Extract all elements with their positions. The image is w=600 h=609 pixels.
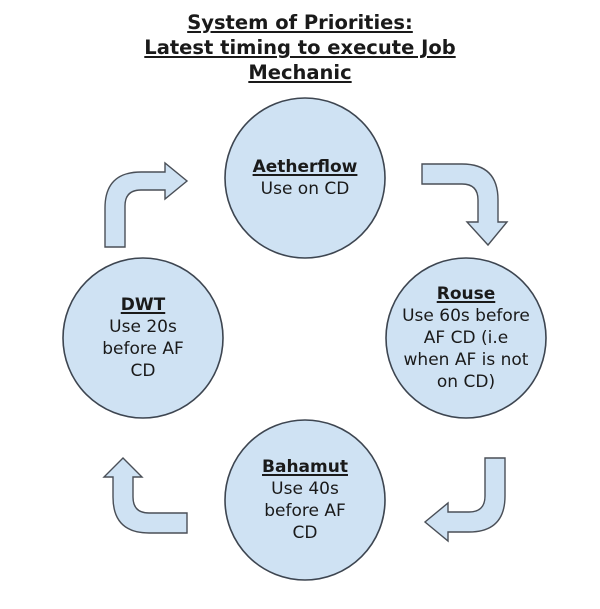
arrow-aetherflow-to-rouse-icon — [421, 163, 509, 247]
node-name-bahamut: Bahamut — [262, 457, 348, 477]
node-name-dwt: DWT — [120, 295, 166, 315]
node-circle-bahamut — [224, 419, 386, 581]
node-circle-aetherflow — [224, 97, 386, 259]
node-rouse: Rouse Use 60s before AF CD (i.e when AF … — [386, 258, 546, 418]
node-circle-dwt — [62, 257, 224, 419]
node-aetherflow: Aetherflow Use on CD — [225, 98, 385, 258]
node-name-aetherflow: Aetherflow — [252, 157, 358, 177]
node-circle-rouse — [385, 257, 547, 419]
arrow-rouse-to-bahamut-icon — [423, 457, 506, 543]
node-desc-dwt: Use 20s before AF CD — [102, 317, 184, 381]
title-line-3: Mechanic — [248, 61, 352, 84]
title-line-2: Latest timing to execute Job — [144, 36, 456, 59]
node-bahamut: Bahamut Use 40s before AF CD — [225, 420, 385, 580]
diagram-title: System of Priorities: Latest timing to e… — [0, 10, 600, 85]
flow-arrows — [102, 161, 509, 543]
node-name-rouse: Rouse — [436, 284, 496, 304]
title-line-1: System of Priorities: — [187, 11, 413, 34]
arrow-bahamut-to-dwt-icon — [102, 457, 188, 534]
node-desc-rouse: Use 60s before AF CD (i.e when AF is not… — [402, 306, 530, 392]
arrow-dwt-to-aetherflow-icon — [104, 161, 189, 248]
node-desc-aetherflow: Use on CD — [260, 179, 350, 199]
node-desc-bahamut: Use 40s before AF CD — [264, 479, 346, 543]
node-dwt: DWT Use 20s before AF CD — [63, 258, 223, 418]
node-circles — [62, 97, 547, 581]
